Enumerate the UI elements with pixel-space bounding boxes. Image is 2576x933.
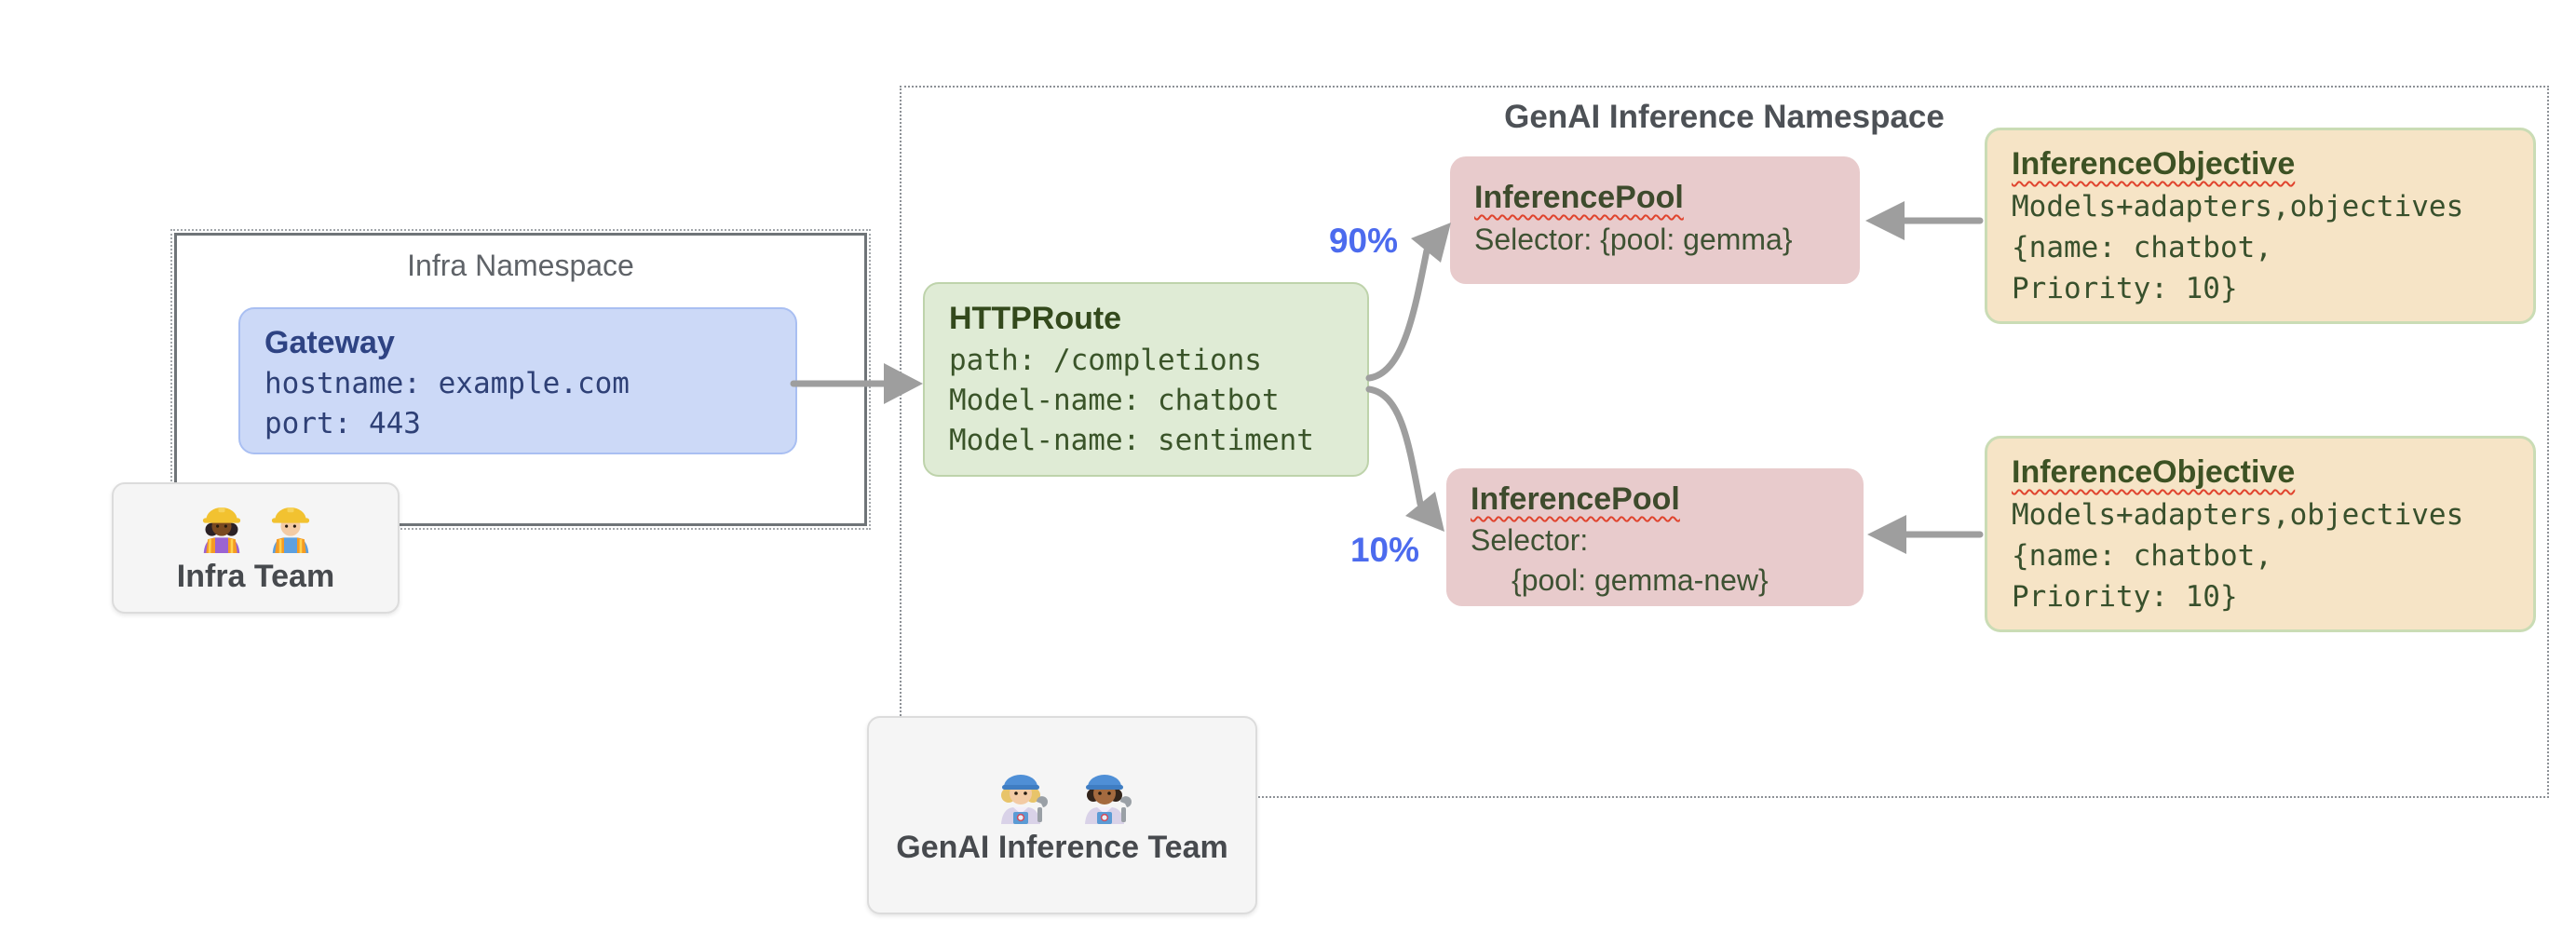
inference-pool-gemma-new-selector: Selector: — [1471, 523, 1589, 557]
inference-pool-gemma-new-box: InferencePool Selector: {pool: gemma-new… — [1446, 468, 1864, 606]
man-mechanic-icon — [1084, 775, 1132, 824]
genai-team-icons — [991, 764, 1134, 824]
inference-objective-top-box: InferenceObjective Models+adapters,objec… — [1985, 128, 2536, 324]
objective-bottom-line-3: Priority: 10} — [2012, 580, 2238, 614]
objective-top-line-2: {name: chatbot, — [2012, 231, 2272, 264]
infra-team-icons — [196, 501, 317, 553]
infra-namespace-box: Infra Namespace — [170, 229, 871, 530]
gateway-port: port: 443 — [264, 407, 421, 440]
infra-team-label: Infra Team — [176, 559, 335, 594]
inference-pool-gemma-new-title: InferencePool — [1471, 481, 1680, 517]
httproute-model-2: Model-name: sentiment — [949, 424, 1314, 457]
inference-objective-top-title: InferenceObjective — [2012, 146, 2296, 182]
genai-namespace-title: GenAI Inference Namespace — [1504, 99, 1945, 135]
httproute-model-1: Model-name: chatbot — [949, 384, 1280, 417]
inference-pool-gemma-title: InferencePool — [1474, 180, 1684, 215]
objective-top-line-1: Models+adapters,objectives — [2012, 190, 2464, 223]
infra-team-box: Infra Team — [112, 482, 400, 614]
inference-objective-bottom-title: InferenceObjective — [2012, 454, 2296, 490]
inference-pool-gemma-box: InferencePool Selector: {pool: gemma} — [1450, 156, 1860, 284]
infra-namespace-title: Infra Namespace — [407, 249, 634, 282]
objective-top-line-3: Priority: 10} — [2012, 272, 2238, 305]
genai-team-label: GenAI Inference Team — [896, 830, 1228, 865]
genai-team-box: GenAI Inference Team — [867, 716, 1257, 914]
traffic-split-10-label: 10% — [1349, 531, 1420, 569]
genai-namespace-box: GenAI Inference Namespace — [900, 86, 2549, 798]
inference-pool-gemma-new-selector-value: {pool: gemma-new} — [1512, 563, 1769, 597]
httproute-path: path: /completions — [949, 344, 1262, 377]
objective-bottom-line-2: {name: chatbot, — [2012, 539, 2272, 573]
inference-objective-bottom-box: InferenceObjective Models+adapters,objec… — [1985, 436, 2536, 632]
traffic-split-90-label: 90% — [1328, 222, 1399, 260]
gateway-hostname: hostname: example.com — [264, 367, 630, 400]
httproute-box: HTTPRoute path: /completions Model-name:… — [923, 282, 1369, 477]
man-construction-worker-icon — [271, 507, 309, 553]
httproute-title: HTTPRoute — [949, 301, 1122, 336]
inference-pool-gemma-selector: Selector: {pool: gemma} — [1474, 223, 1793, 256]
objective-bottom-line-1: Models+adapters,objectives — [2012, 498, 2464, 532]
gateway-box: Gateway hostname: example.com port: 443 — [238, 307, 797, 454]
gateway-title: Gateway — [264, 325, 395, 360]
woman-construction-worker-icon — [202, 507, 240, 553]
woman-mechanic-icon — [1000, 775, 1048, 824]
